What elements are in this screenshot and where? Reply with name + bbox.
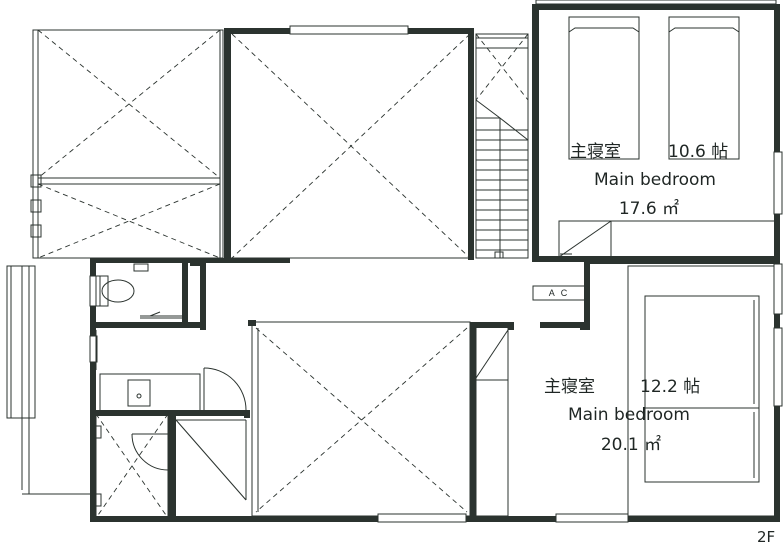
room-tatami: 10.6 帖 — [668, 142, 728, 162]
walls — [90, 4, 780, 522]
room-tatami: 12.2 帖 — [640, 377, 700, 397]
room-name-en: Main bedroom — [568, 405, 690, 425]
room-area: 17.6 ㎡ — [619, 199, 679, 219]
floor-label: 2F — [757, 528, 775, 546]
windows — [89, 0, 783, 523]
staircase — [475, 33, 529, 259]
washroom — [90, 330, 247, 413]
room-area: 20.1 ㎡ — [601, 435, 661, 455]
void-upper-left — [30, 29, 224, 259]
upper-bedroom-beds — [568, 16, 740, 160]
lower-bedroom-closet — [475, 325, 509, 517]
void-lower-middle — [251, 321, 471, 517]
toilet — [95, 263, 182, 319]
room-label-lower-bedroom: 主寝室 12.2 帖 Main bedroom 20.1 ㎡ — [544, 376, 700, 455]
ac-label: A C — [549, 288, 570, 298]
balcony-left — [6, 265, 92, 495]
room-label-upper-bedroom: 主寝室 10.6 帖 Main bedroom 17.6 ㎡ — [570, 141, 728, 219]
void-upper-middle — [230, 33, 472, 259]
room-name-en: Main bedroom — [594, 170, 716, 190]
upper-bedroom-closet — [558, 220, 776, 258]
room-name-ja: 主寝室 — [570, 141, 621, 162]
room-name-ja: 主寝室 — [544, 376, 595, 397]
